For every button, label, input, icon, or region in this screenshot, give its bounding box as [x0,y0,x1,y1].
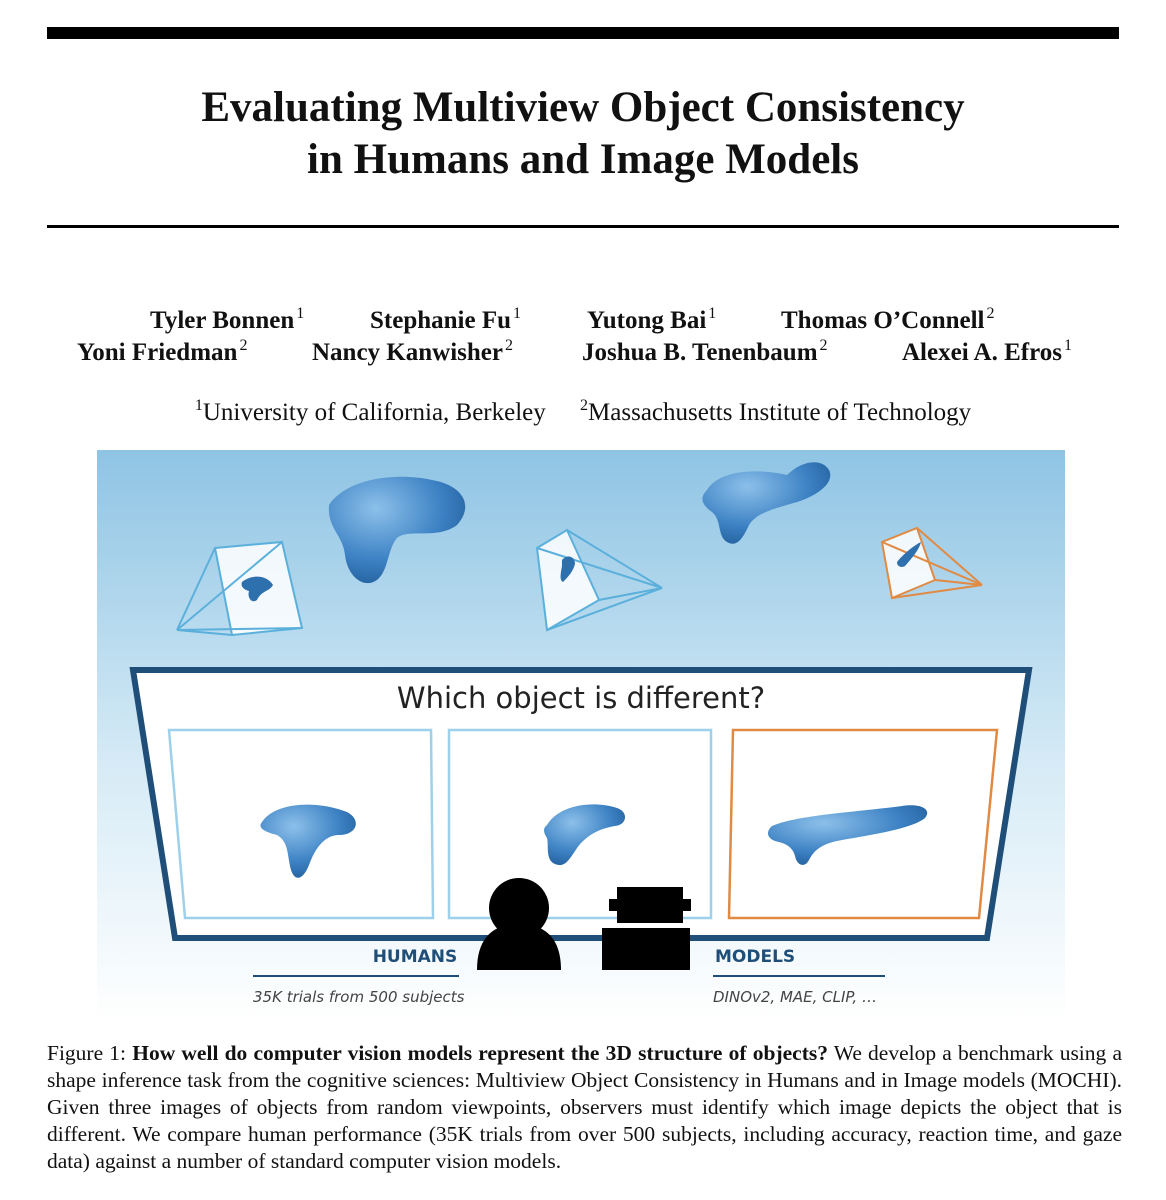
figure-illustration: Which object is different? HUMANS 35K tr… [97,450,1065,1022]
viewpoint-frame-odd [880,526,983,600]
viewpoint-frame-2 [535,528,663,632]
caption-lead: How well do computer vision models repre… [132,1041,828,1065]
affiliation-2: 2Massachusetts Institute of Technology [580,397,972,426]
top-rule [47,27,1119,39]
title-line-1: Evaluating Multiview Object Consistency [201,84,965,131]
affiliations: 1University of California, Berkeley 2Mas… [47,390,1119,429]
humans-subtitle: 35K trials from 500 subjects [253,988,465,1006]
models-label: MODELS [715,947,795,967]
figure-caption: Figure 1: How well do computer vision mo… [47,1040,1122,1175]
panel-object-2 [544,804,626,866]
paper-title: Evaluating Multiview Object Consistency … [47,82,1119,186]
frame-object-odd [897,542,921,567]
question-text: Which object is different? [397,681,765,715]
humans-label: HUMANS [373,947,458,967]
affiliation-1: 1University of California, Berkeley [194,397,546,426]
floating-object-1 [328,476,466,584]
figure-1: Which object is different? HUMANS 35K tr… [97,450,1065,1022]
floating-object-2 [702,462,831,544]
model-icon [602,887,691,970]
caption-label: Figure 1: [47,1041,127,1065]
title-line-2: in Humans and Image Models [307,136,859,183]
title-bottom-rule [47,225,1119,228]
panel-object-odd [767,805,928,865]
panel-object-1 [260,804,356,878]
frame-object-2 [560,556,575,582]
human-icon [477,878,561,970]
caption-body: We develop a benchmark using a shape inf… [47,1041,1123,1173]
models-subtitle: DINOv2, MAE, CLIP, … [713,988,877,1006]
frame-object-1 [241,576,273,602]
